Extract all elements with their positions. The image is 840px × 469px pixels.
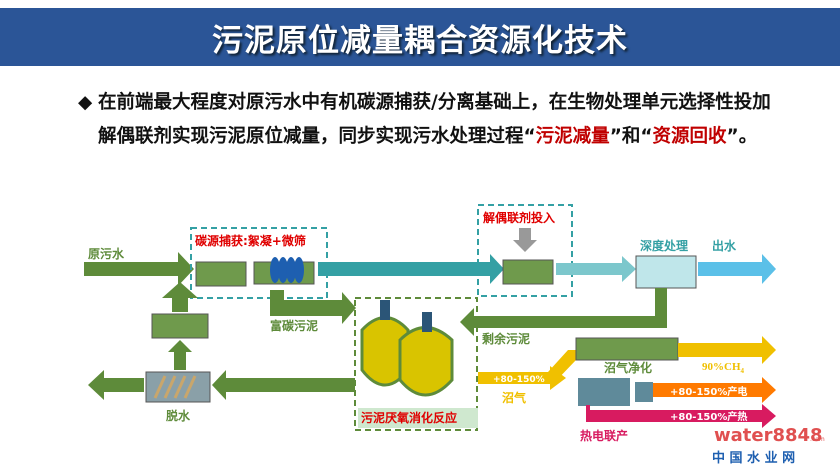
purification-label: 沼气净化 xyxy=(604,360,652,375)
power-arrow xyxy=(653,377,776,403)
highlight-sludge-reduction: 污泥减量 xyxy=(535,126,610,147)
biogas-main-arrow xyxy=(478,366,566,390)
title-bar: 污泥原位减量耦合资源化技术 xyxy=(0,8,840,66)
microscreen-drum-icon xyxy=(270,257,304,283)
heat-arrow xyxy=(586,404,776,428)
uncoupler-label: 解偶联剂投入 xyxy=(483,210,555,225)
biogas-gain-label: +80-150% xyxy=(493,375,545,385)
mixer-motor-icon xyxy=(422,312,432,332)
effluent-label: 出水 xyxy=(712,238,737,253)
main-flow-arrow xyxy=(318,254,504,284)
digestion-box xyxy=(354,297,478,431)
watermark-cn: 中 国 水 业 网 xyxy=(712,450,795,466)
power-label: +80-150%产电 xyxy=(670,385,747,398)
text-part: 在前端最大程度对原污水中有机碳源捕获/分离基础上，在生物处理单元选择性投加解偶联… xyxy=(98,92,771,147)
chp-generator xyxy=(635,382,653,402)
carbon-capture-box xyxy=(190,227,328,299)
biogas-purifier xyxy=(575,337,679,361)
text-part: ”和“ xyxy=(609,126,653,147)
flocculation-tank xyxy=(195,261,247,287)
uncoupler-box xyxy=(477,204,573,297)
advanced-treatment-tank xyxy=(635,255,697,289)
return-up-arrow xyxy=(162,282,198,312)
methane-arrow xyxy=(678,336,776,364)
page-title: 污泥原位减量耦合资源化技术 xyxy=(212,22,628,59)
dosing-arrow-icon xyxy=(513,228,537,252)
to-dewatering-arrow xyxy=(212,370,355,400)
dewatering-screw-icon xyxy=(153,375,197,399)
chp-engine xyxy=(578,378,630,406)
advanced-treatment-label: 深度处理 xyxy=(640,238,688,253)
carbon-rich-sludge-arrow xyxy=(270,290,356,324)
diamond-bullet-icon: ◆ xyxy=(78,92,93,113)
heat-label: +80-150%产热 xyxy=(670,410,747,423)
effluent-arrow xyxy=(698,254,776,284)
excess-sludge-arrow xyxy=(460,288,667,336)
description: ◆ 在前端最大程度对原污水中有机碳源捕获/分离基础上，在生物处理单元选择性投加解… xyxy=(78,86,778,154)
watermark-logo: water8848 xyxy=(714,425,823,446)
excess-sludge-label: 剩余污泥 xyxy=(482,331,530,346)
filtrate-tank xyxy=(151,313,209,339)
cake-out-arrow xyxy=(88,370,144,400)
to-advanced-arrow xyxy=(556,256,636,282)
digestion-label: 污泥厌氧消化反应 xyxy=(361,410,457,425)
chp-label: 热电联产 xyxy=(580,428,628,443)
description-text: 在前端最大程度对原污水中有机碳源捕获/分离基础上，在生物处理单元选择性投加解偶联… xyxy=(98,86,778,154)
raw-sewage-label: 原污水 xyxy=(88,246,125,261)
carbon-capture-label: 碳源捕获:絮凝+微筛 xyxy=(195,233,306,248)
bio-treatment-tank xyxy=(502,259,554,285)
digester-tank-2 xyxy=(398,326,454,397)
mixer-motor-icon xyxy=(380,300,390,320)
carbon-rich-sludge-label: 富碳污泥 xyxy=(270,318,318,333)
watermark-suffix: .com xyxy=(810,436,825,443)
biogas-label: 沼气 xyxy=(502,390,526,405)
raw-sewage-arrow xyxy=(84,252,194,286)
text-part: ”。 xyxy=(726,126,758,147)
dewatering-label: 脱水 xyxy=(166,408,191,423)
methane-label: 90%CH4 xyxy=(702,361,745,375)
digestion-label-bg xyxy=(358,408,478,428)
filtrate-up-arrow xyxy=(168,340,192,370)
highlight-resource-recovery: 资源回收 xyxy=(652,126,727,147)
